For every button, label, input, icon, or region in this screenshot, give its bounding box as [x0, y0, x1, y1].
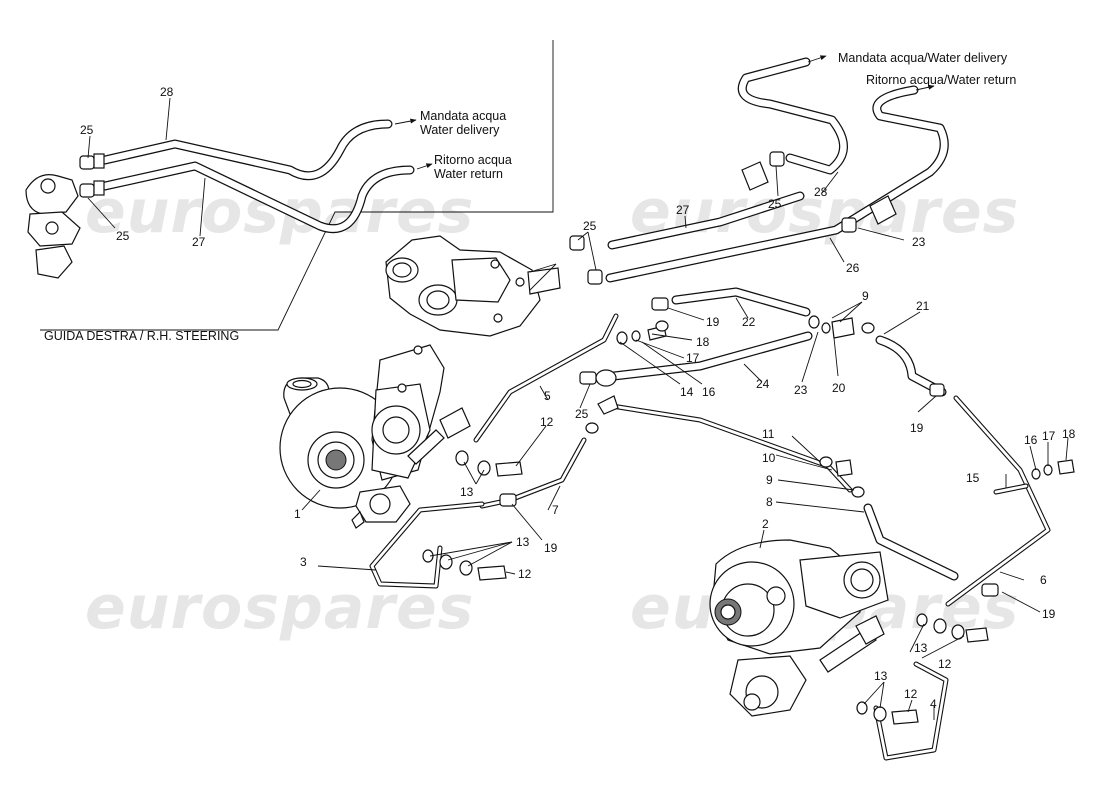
callout-19: 19: [1042, 607, 1056, 621]
callout-5: 5: [544, 389, 551, 403]
callout-20: 20: [832, 381, 846, 395]
callout-3: 3: [300, 555, 307, 569]
callout-7: 7: [552, 503, 559, 517]
callout-16: 16: [702, 385, 716, 399]
callout-19: 19: [910, 421, 924, 435]
main-piping: Mandata acqua/Water delivery Ritorno acq…: [369, 51, 1075, 761]
callout-25: 25: [116, 229, 130, 243]
callout-17: 17: [1042, 429, 1056, 443]
callout-26: 26: [846, 261, 860, 275]
callout-22: 22: [742, 315, 756, 329]
callout-12: 12: [540, 415, 554, 429]
callout-4: 4: [930, 697, 937, 711]
callout-13: 13: [914, 641, 928, 655]
callout-13: 13: [516, 535, 530, 549]
callout-12: 12: [518, 567, 532, 581]
inset-return-it: Ritorno acqua: [434, 153, 512, 167]
engine-fragment: [25, 174, 81, 279]
inset-delivery-en: Water delivery: [420, 123, 500, 137]
callout-12: 12: [938, 657, 952, 671]
leader-lines: [301, 165, 1069, 720]
callout-19: 19: [544, 541, 558, 555]
main-return-label: Ritorno acqua/Water return: [866, 73, 1016, 87]
inset-border: [40, 40, 554, 331]
callout-27: 27: [192, 235, 206, 249]
callout-24: 24: [756, 377, 770, 391]
callout-12: 12: [904, 687, 918, 701]
callout-23: 23: [794, 383, 808, 397]
callout-10: 10: [762, 451, 776, 465]
callout-2: 2: [762, 517, 769, 531]
callout-17: 17: [686, 351, 700, 365]
callout-19: 19: [706, 315, 720, 329]
callout-15: 15: [966, 471, 980, 485]
callout-25: 25: [575, 407, 589, 421]
callout-9: 9: [862, 289, 869, 303]
callout-28: 28: [160, 85, 174, 99]
turbocharger-right: [709, 539, 889, 717]
inset-delivery-it: Mandata acqua: [420, 109, 506, 123]
callout-13: 13: [874, 669, 888, 683]
callout-1: 1: [294, 507, 301, 521]
callout-11: 11: [762, 427, 775, 441]
callout-18: 18: [1062, 427, 1076, 441]
water-pump: [385, 235, 561, 337]
callout-18: 18: [696, 335, 710, 349]
main-delivery-label: Mandata acqua/Water delivery: [838, 51, 1008, 65]
callout-9: 9: [766, 473, 773, 487]
callouts: 28 25 25 27 25 27 28 25 23 26 9 21 22 19…: [80, 85, 1076, 711]
callout-21: 21: [916, 299, 930, 313]
callout-14: 14: [680, 385, 694, 399]
callout-23: 23: [912, 235, 926, 249]
callout-28: 28: [814, 185, 828, 199]
callout-25: 25: [583, 219, 597, 233]
callout-27: 27: [676, 203, 690, 217]
callout-8: 8: [766, 495, 773, 509]
rh-steering-inset: GUIDA DESTRA / R.H. STEERING Mandata acq…: [25, 40, 554, 343]
inset-caption: GUIDA DESTRA / R.H. STEERING: [44, 329, 239, 343]
callout-6: 6: [1040, 573, 1047, 587]
turbocharger-left: [279, 344, 471, 529]
inset-return-en: Water return: [434, 167, 503, 181]
callout-16: 16: [1024, 433, 1038, 447]
callout-25: 25: [80, 123, 94, 137]
callout-25: 25: [768, 197, 782, 211]
callout-13: 13: [460, 485, 474, 499]
